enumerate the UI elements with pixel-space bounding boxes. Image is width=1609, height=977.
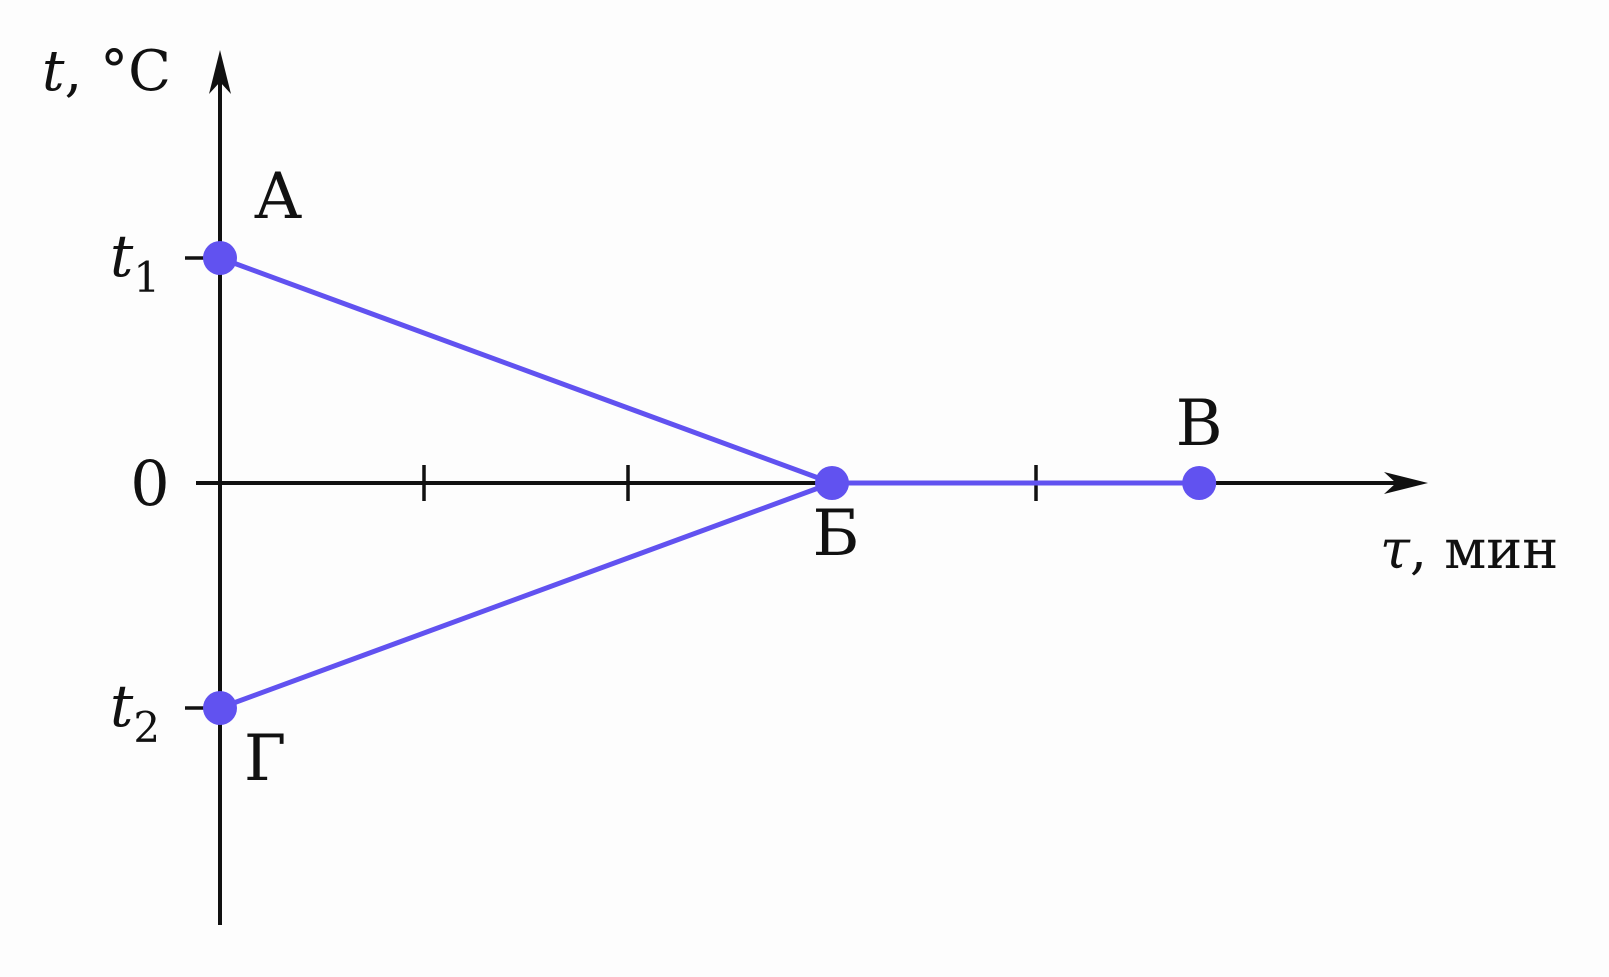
series-layer — [203, 241, 1217, 725]
point-label-Б: Б — [812, 497, 859, 571]
point-Г — [203, 691, 237, 725]
y-axis-label: t, °C — [42, 39, 171, 104]
y-axis-arrow — [209, 50, 231, 94]
y-tick-label-t1: t1 — [110, 222, 160, 302]
x-axis-arrow — [1384, 472, 1428, 494]
point-label-Г: Г — [244, 722, 286, 796]
point-label-А: А — [254, 160, 302, 234]
y-tick-label-zero: 0 — [130, 447, 169, 520]
series-line-1 — [217, 255, 1202, 486]
point-Б — [815, 466, 849, 500]
x-axis-label: τ, мин — [1380, 518, 1558, 581]
axes — [185, 50, 1428, 925]
labels-layer: t, °C τ, мин t1 0 t2 А Б В Г — [42, 39, 1558, 796]
series-line-2 — [217, 480, 835, 711]
y-tick-label-t2: t2 — [110, 672, 160, 752]
point-В — [1182, 466, 1217, 500]
point-label-В: В — [1176, 387, 1223, 461]
point-А — [203, 241, 237, 275]
